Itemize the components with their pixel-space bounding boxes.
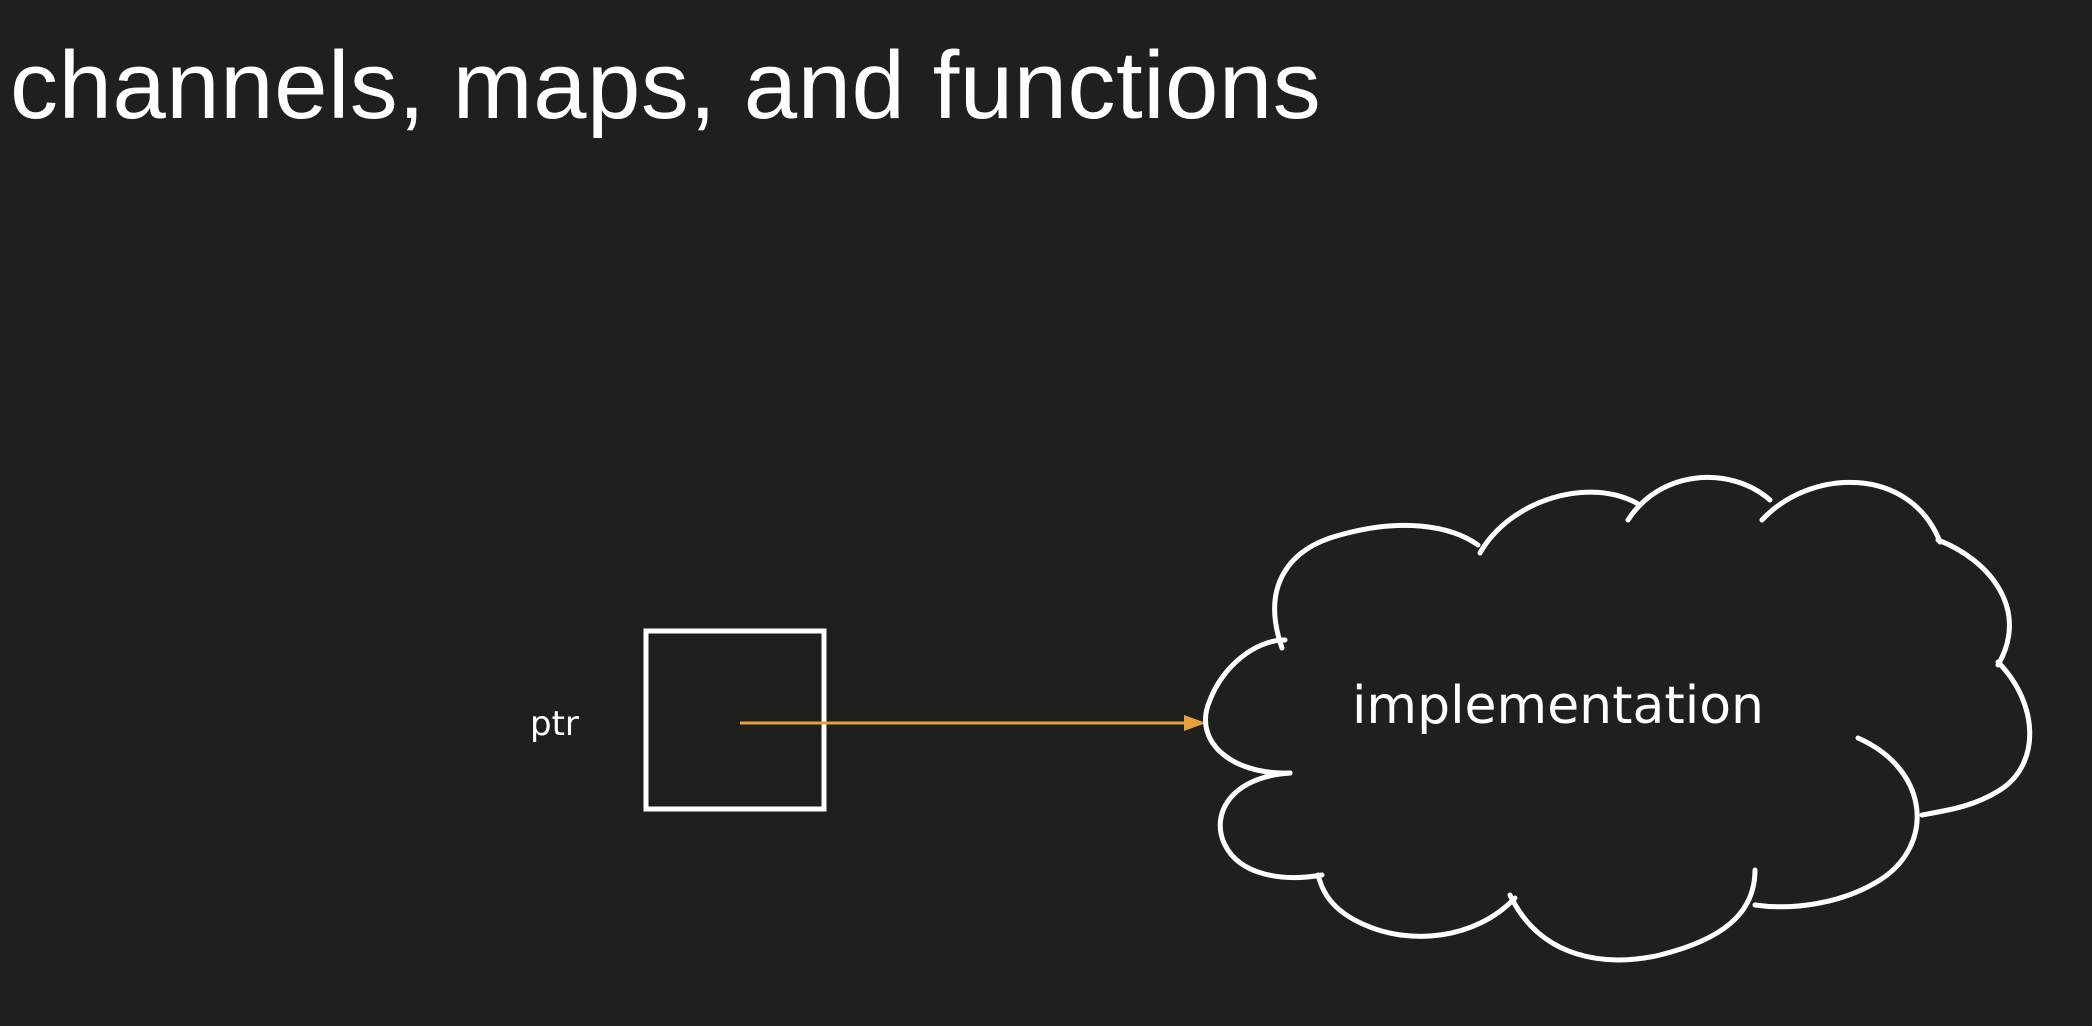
pointer-label: ptr: [530, 704, 579, 744]
slide-title: channels, maps, and functions: [10, 32, 1322, 139]
implementation-label: implementation: [1352, 676, 1764, 736]
pointer-box: [643, 628, 827, 812]
implementation-cloud: [1203, 474, 2033, 963]
pointer-arrow-head: [1184, 715, 1206, 731]
